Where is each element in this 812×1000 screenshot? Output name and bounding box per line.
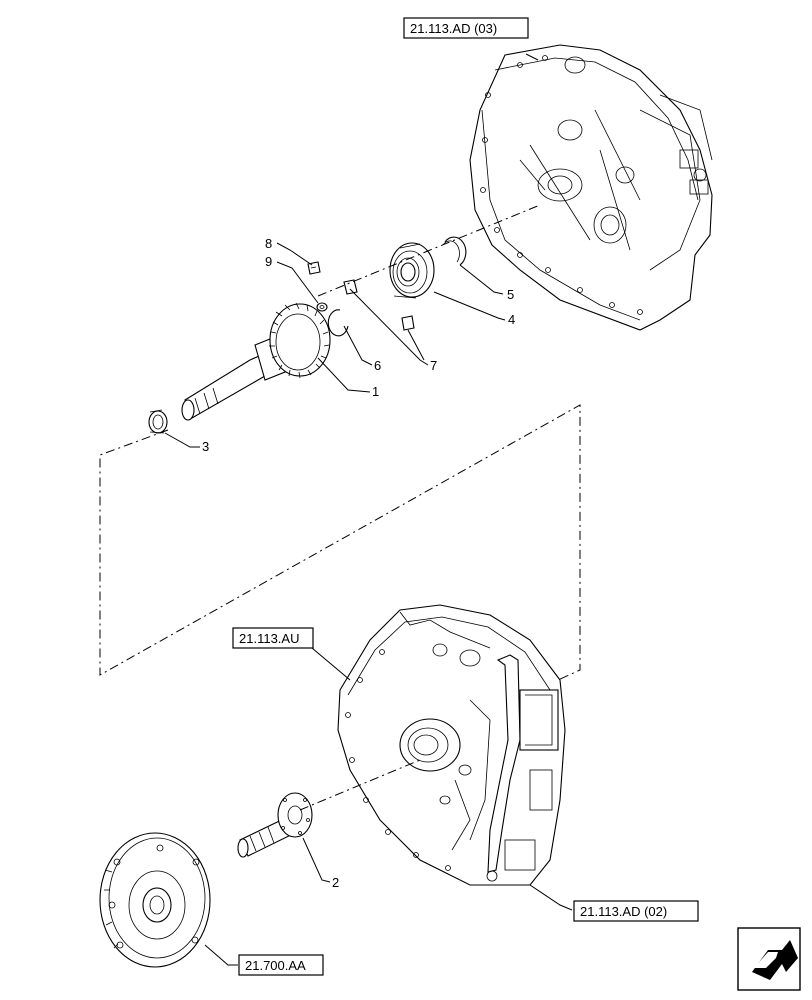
ref-label-converter-housing: 21.113.AU (239, 631, 299, 646)
circlip-part (442, 236, 467, 266)
next-page-arrow-icon[interactable] (737, 927, 801, 991)
callout-leaders (164, 53, 573, 966)
snap-ring-part (327, 309, 349, 337)
callout-7: 7 (430, 358, 437, 373)
converter-housing (337, 604, 566, 886)
assembly-centerlines (99, 204, 581, 811)
ref-label-top-housing: 21.113.AD (03) (410, 21, 497, 36)
ref-box-bottom-housing[interactable]: 21.113.AD (02) (573, 900, 699, 922)
callout-9: 9 (265, 254, 272, 269)
locking-plate-parts (343, 279, 415, 331)
top-transmission-housing (469, 44, 713, 331)
seal-ring-part (148, 409, 168, 434)
ref-box-converter-housing[interactable]: 21.113.AU (232, 627, 314, 649)
washer-part (316, 302, 328, 312)
callout-3: 3 (202, 439, 209, 454)
callout-5: 5 (507, 287, 514, 302)
ref-box-torque-converter[interactable]: 21.700.AA (238, 954, 324, 976)
callout-1: 1 (372, 384, 379, 399)
callout-numbers: 8 9 5 4 6 7 1 3 2 (202, 236, 515, 890)
ref-box-top-housing[interactable]: 21.113.AD (03) (403, 17, 529, 39)
callout-6: 6 (374, 358, 381, 373)
ref-label-torque-converter: 21.700.AA (245, 958, 306, 973)
input-shaft-part (181, 302, 331, 421)
bearing-part (389, 242, 435, 299)
bolt-part (307, 261, 321, 275)
callout-8: 8 (265, 236, 272, 251)
torque-converter-part (99, 832, 211, 968)
stator-shaft-part (237, 792, 313, 858)
ref-label-bottom-housing: 21.113.AD (02) (580, 904, 667, 919)
callout-2: 2 (332, 875, 339, 890)
callout-4: 4 (508, 312, 515, 327)
